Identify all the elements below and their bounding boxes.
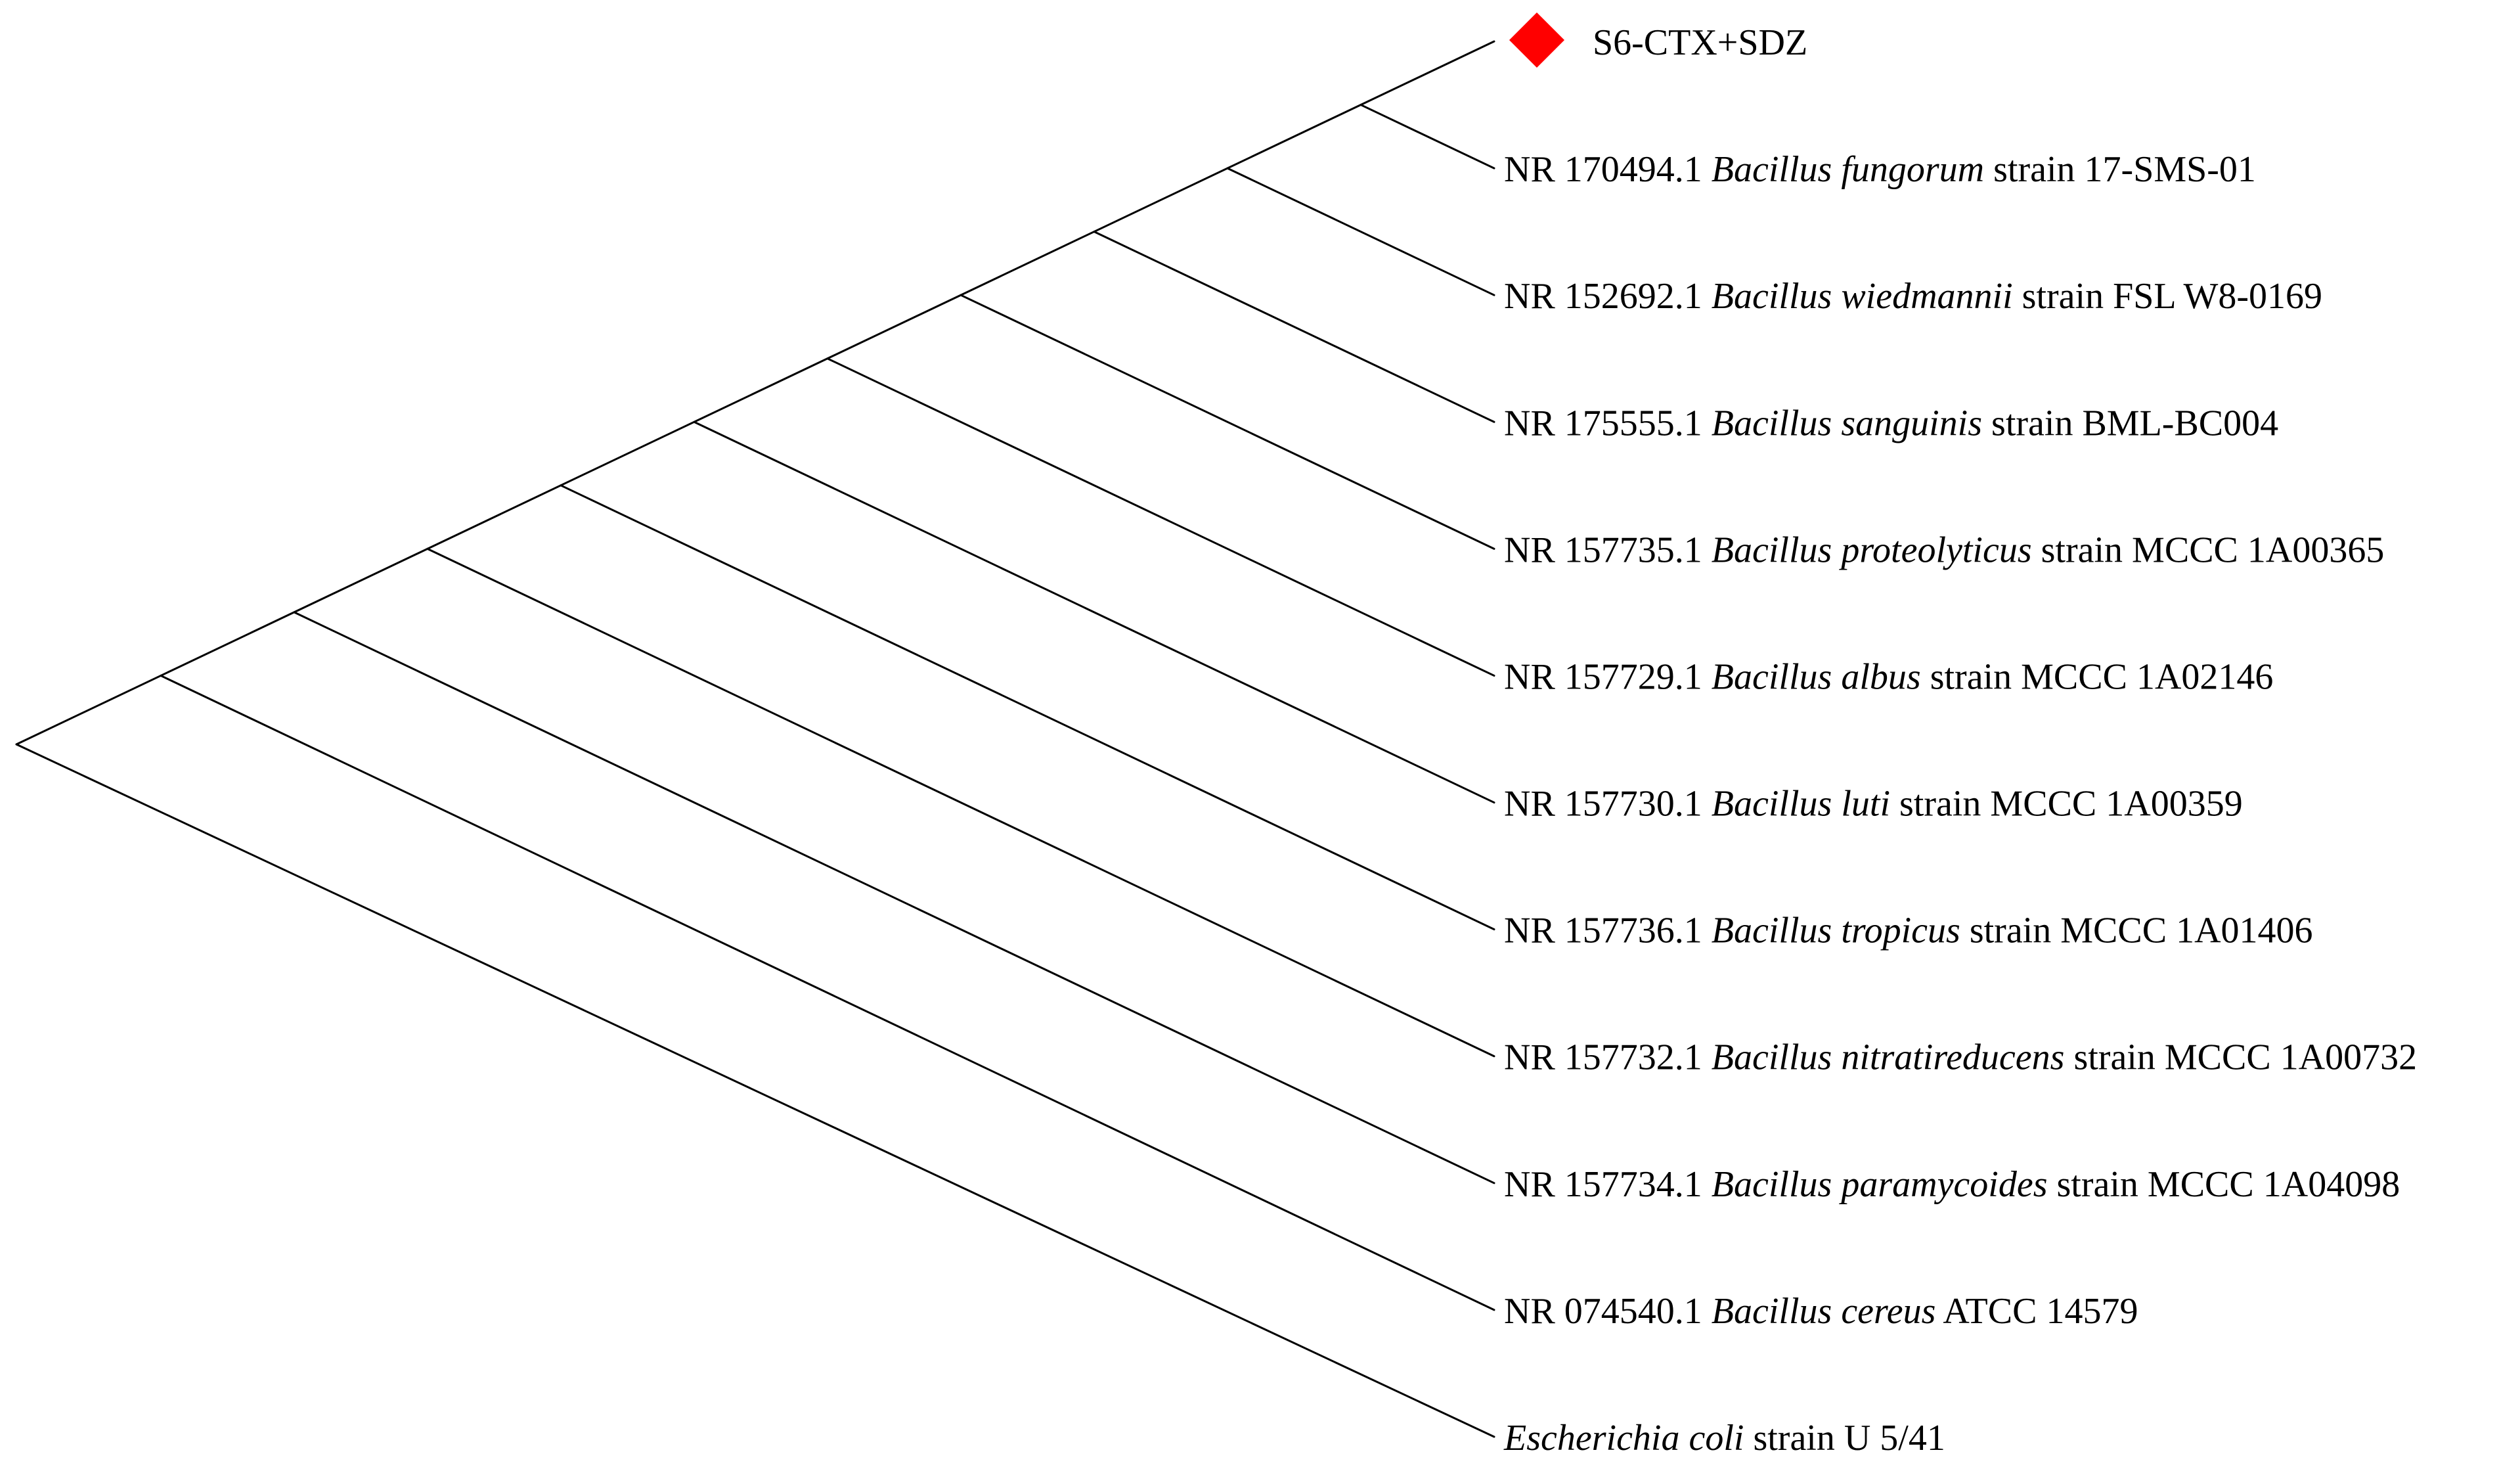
branch-leaf-4 (960, 294, 1495, 550)
leaf-species: Bacillus nitratireducens (1702, 1037, 2065, 1078)
branch-spine (15, 40, 1495, 746)
leaf-accession: NR 074540.1 (1504, 1291, 1702, 1332)
leaf-label-1: NR 170494.1 Bacillus fungorum strain 17-… (1504, 149, 2256, 190)
leaf-strain: strain MCCC 1A01406 (1960, 911, 2313, 951)
leaf-strain: ATCC 14579 (1935, 1291, 2138, 1332)
leaf-species: Bacillus tropicus (1702, 911, 1960, 951)
branch-leaf-1 (1359, 104, 1495, 169)
branch-leaf-9 (293, 611, 1495, 1185)
leaf-strain: strain U 5/41 (1744, 1418, 1945, 1458)
branch-leaf-5 (826, 357, 1495, 677)
leaf-accession: NR 170494.1 (1504, 149, 1702, 190)
leaf-species: Escherichia coli (1503, 1418, 1744, 1458)
tree-branches (15, 40, 1495, 1438)
leaf-label-3: NR 175555.1 Bacillus sanguinis strain BM… (1504, 403, 2278, 443)
branch-leaf-8 (426, 547, 1495, 1058)
leaf-species: Bacillus luti (1702, 784, 1890, 824)
branch-leaf-7 (560, 484, 1495, 931)
leaf-strain: strain MCCC 1A00365 (2032, 530, 2385, 570)
leaf-strain: strain FSL W8-0169 (2013, 276, 2322, 317)
leaf-accession: NR 157734.1 (1504, 1164, 1702, 1205)
leaf-accession: NR 157730.1 (1504, 784, 1702, 824)
leaf-accession: NR 157736.1 (1504, 911, 1702, 951)
leaf-accession: NR 175555.1 (1504, 403, 1702, 443)
leaf-species: Bacillus cereus (1702, 1291, 1936, 1332)
leaf-label-9: NR 157734.1 Bacillus paramycoides strain… (1504, 1164, 2400, 1205)
leaf-label-0: S6-CTX+SDZ (1593, 22, 1807, 63)
sample-diamond-marker (1509, 12, 1564, 68)
leaf-species: Bacillus proteolyticus (1702, 530, 2032, 570)
leaf-accession: NR 157729.1 (1504, 656, 1702, 697)
leaf-species: Bacillus paramycoides (1702, 1164, 2048, 1205)
leaf-accession: NR 157732.1 (1504, 1037, 1702, 1078)
leaf-strain: strain MCCC 1A00359 (1890, 784, 2243, 824)
leaf-strain: strain MCCC 1A00732 (2064, 1037, 2417, 1078)
leaf-label-10: NR 074540.1 Bacillus cereus ATCC 14579 (1504, 1291, 2138, 1332)
tree-leaf-labels: S6-CTX+SDZ NR 170494.1 Bacillus fungorum … (1503, 12, 2417, 1458)
leaf-strain: strain 17-SMS-01 (1984, 149, 2256, 190)
leaf-species: Bacillus wiedmannii (1702, 276, 2013, 317)
leaf-label-11: Escherichia coli strain U 5/41 (1503, 1418, 1945, 1458)
leaf-strain: strain BML-BC004 (1982, 403, 2278, 443)
leaf-label-7: NR 157736.1 Bacillus tropicus strain MCC… (1504, 911, 2313, 951)
leaf-label-2: NR 152692.1 Bacillus wiedmannii strain F… (1504, 276, 2322, 317)
leaf-strain: strain MCCC 1A04098 (2047, 1164, 2400, 1205)
leaf-label-8: NR 157732.1 Bacillus nitratireducens str… (1504, 1037, 2417, 1078)
leaf-accession: NR 152692.1 (1504, 276, 1702, 317)
leaf-label-4: NR 157735.1 Bacillus proteolyticus strai… (1504, 530, 2384, 570)
leaf-species: Bacillus fungorum (1702, 149, 1984, 190)
leaf-label-6: NR 157730.1 Bacillus luti strain MCCC 1A… (1504, 784, 2243, 824)
leaf-accession: NR 157735.1 (1504, 530, 1702, 570)
leaf-species: Bacillus albus (1702, 656, 1921, 697)
branch-leaf-6 (693, 420, 1495, 804)
leaf-species: Bacillus sanguinis (1702, 403, 1982, 443)
leaf-label-5: NR 157729.1 Bacillus albus strain MCCC 1… (1504, 656, 2273, 697)
branch-leaf-3 (1093, 231, 1495, 423)
branch-leaf-10 (160, 674, 1495, 1311)
leaf-strain: strain MCCC 1A02146 (1921, 656, 2274, 697)
leaf-accession: S6-CTX+SDZ (1593, 22, 1807, 63)
branch-leaf-2 (1226, 167, 1495, 296)
branch-leaf-11 (15, 743, 1495, 1438)
